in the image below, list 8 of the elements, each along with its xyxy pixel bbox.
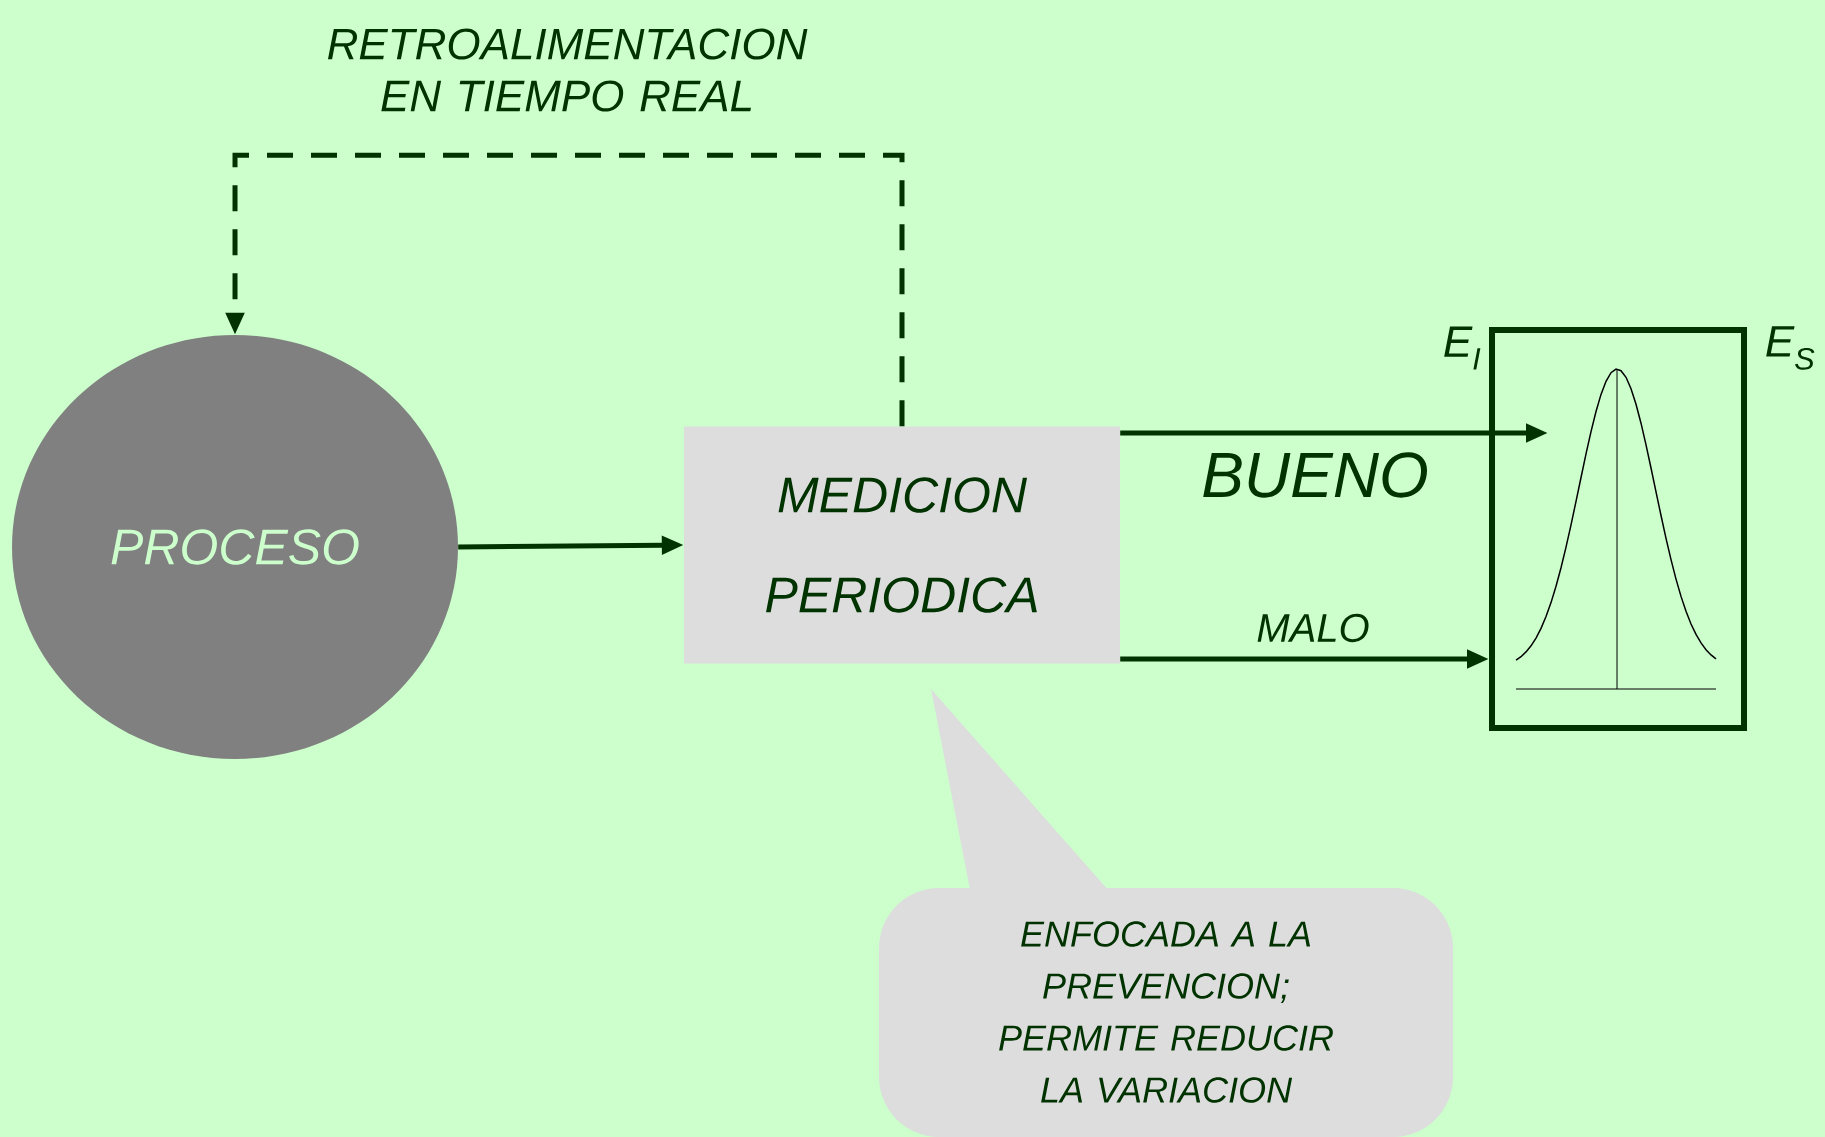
speech-bubble: ENFOCADA A LA PREVENCION; PERMITE REDUCIR LA VARIACION: [879, 689, 1453, 1137]
edge-label: MALO: [1257, 613, 1369, 643]
limit-label: E$_{S}$: [1766, 326, 1815, 370]
chart-box: [1489, 327, 1747, 731]
process-box: MEDICION PERIODICA: [684, 426, 1120, 664]
edge-label: RETROALIMENTACION EN TIEMPO REAL: [327, 28, 808, 112]
limit-label: E$_{I}$: [1444, 326, 1481, 370]
edge-label: BUENO: [1203, 452, 1427, 498]
